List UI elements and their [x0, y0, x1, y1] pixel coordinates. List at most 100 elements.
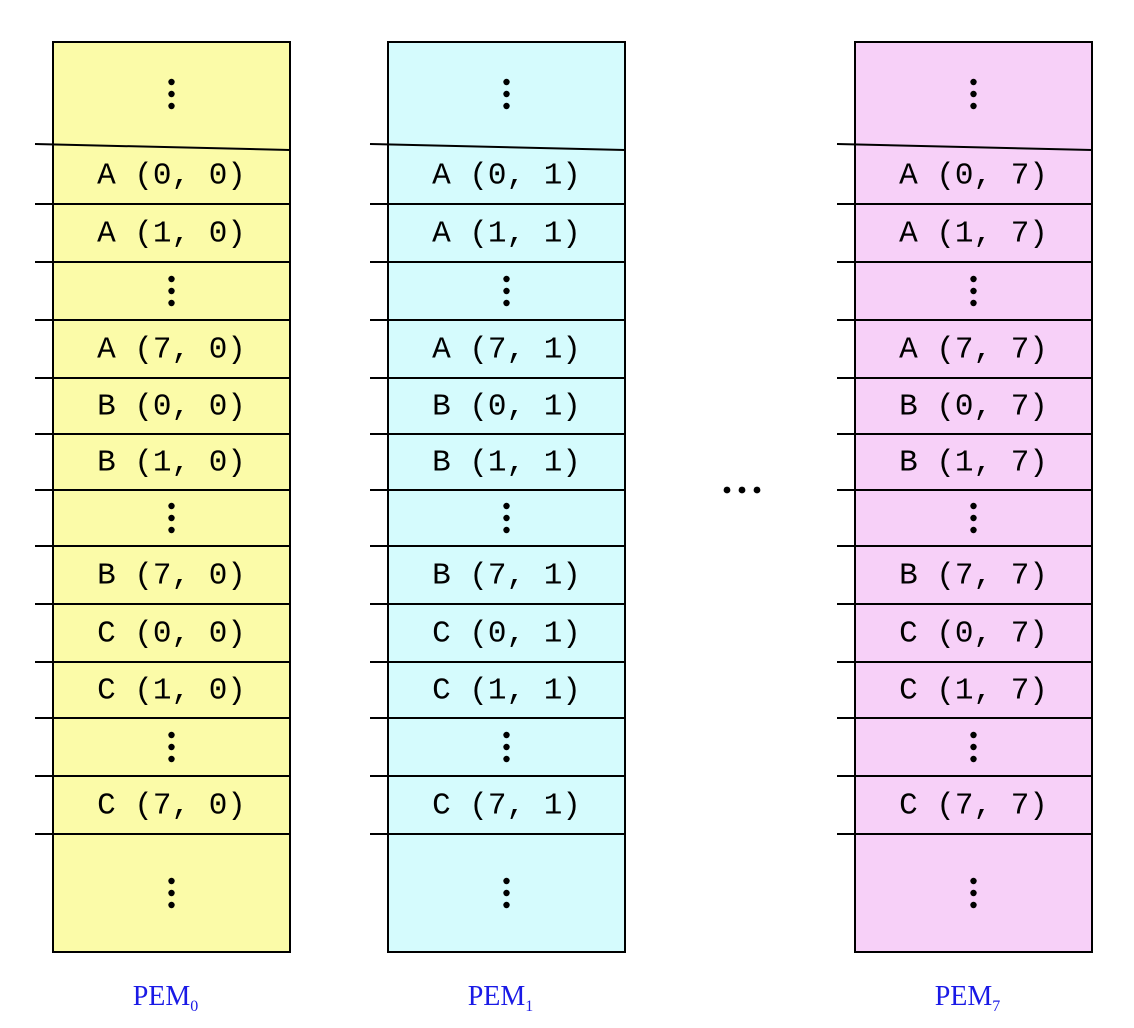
column-border: [387, 41, 626, 953]
pem-label-main: PEM: [133, 981, 191, 1012]
row-divider: [34, 143, 291, 151]
cell-ellipsis-text: :: [165, 498, 179, 538]
ellipsis-dot: [503, 731, 510, 739]
memory-cell-label: C (7, 1): [432, 789, 581, 824]
pem-label: PEM1: [468, 981, 534, 1015]
ellipsis-dot: [503, 514, 510, 522]
memory-cell-label: C (1, 1): [432, 674, 581, 709]
pem-label-subscript: 0: [190, 998, 198, 1015]
vertical-ellipsis: [970, 877, 977, 909]
ellipsis-dot: [168, 287, 175, 295]
columns-ellipsis: [723, 486, 761, 494]
vertical-ellipsis: [168, 731, 175, 763]
memory-cell-label: C (7, 0): [97, 789, 246, 824]
ellipsis-dot: [503, 502, 510, 510]
memory-cell-label: A (0, 0): [97, 159, 246, 194]
vertical-ellipsis: [168, 877, 175, 909]
memory-cell-label: C (7, 7): [899, 789, 1048, 824]
memory-cell-label: B (0, 7): [899, 390, 1048, 425]
memory-cell-label: B (7, 0): [97, 559, 246, 594]
cell-ellipsis-text: :: [165, 873, 179, 913]
pem-label-main: PEM: [935, 981, 993, 1012]
memory-cell-label: C (1, 0): [97, 674, 246, 709]
ellipsis-dot: [503, 526, 510, 534]
pem-label-main: PEM: [468, 981, 526, 1012]
cell-ellipsis-text: :: [967, 498, 981, 538]
ellipsis-dot: [168, 877, 175, 885]
memory-cell-label: A (1, 1): [432, 217, 581, 252]
memory-cell-label: A (0, 1): [432, 159, 581, 194]
cell-ellipsis-text: :: [165, 727, 179, 767]
ellipsis-dot: [168, 78, 175, 86]
ellipsis-dot: [970, 889, 977, 897]
ellipsis-dot: [168, 502, 175, 510]
ellipsis-dot: [503, 90, 510, 98]
ellipsis-dot: [970, 299, 977, 307]
ellipsis-dot: [738, 486, 746, 494]
memory-cell-label: A (7, 0): [97, 333, 246, 368]
ellipsis-dot: [168, 526, 175, 534]
ellipsis-dot: [503, 755, 510, 763]
cell-ellipsis-text: :: [165, 74, 179, 114]
memory-cell-label: B (1, 7): [899, 446, 1048, 481]
pem-column-7: :A (0, 7)A (1, 7):A (7, 7)B (0, 7)B (1, …: [836, 41, 1093, 953]
ellipsis-dot: [168, 889, 175, 897]
ellipsis-dot: [970, 275, 977, 283]
memory-cell-label: B (0, 1): [432, 390, 581, 425]
ellipsis-dot: [970, 877, 977, 885]
vertical-ellipsis: [970, 275, 977, 307]
vertical-ellipsis: [503, 275, 510, 307]
ellipsis-dot: [970, 743, 977, 751]
cell-ellipsis-text: :: [500, 727, 514, 767]
ellipsis-dot: [168, 731, 175, 739]
ellipsis-dot: [168, 90, 175, 98]
pem-column-0: :A (0, 0)A (1, 0):A (7, 0)B (0, 0)B (1, …: [34, 41, 291, 953]
vertical-ellipsis: [503, 877, 510, 909]
memory-cell-label: B (1, 1): [432, 446, 581, 481]
ellipsis-dot: [168, 514, 175, 522]
ellipsis-dot: [970, 755, 977, 763]
cell-ellipsis-text: :: [967, 74, 981, 114]
ellipsis-dot: [970, 526, 977, 534]
vertical-ellipsis: [168, 78, 175, 110]
ellipsis-dot: [168, 299, 175, 307]
memory-cell-label: A (7, 1): [432, 333, 581, 368]
cell-ellipsis-text: :: [967, 873, 981, 913]
pem-column-1: : A (0, 1) A (1, 1): A (7, 1) B (0, 1) B (1, …: [369, 41, 626, 953]
column-background: [53, 42, 290, 952]
columns-ellipsis-text: ...: [723, 470, 762, 510]
ellipsis-dot: [753, 486, 761, 494]
ellipsis-dot: [503, 889, 510, 897]
cell-ellipsis-text: :: [967, 271, 981, 311]
ellipsis-dot: [503, 78, 510, 86]
vertical-ellipsis: [970, 731, 977, 763]
ellipsis-dot: [503, 287, 510, 295]
vertical-ellipsis: [503, 502, 510, 534]
ellipsis-dot: [503, 877, 510, 885]
ellipsis-dot: [723, 486, 731, 494]
ellipsis-dot: [168, 901, 175, 909]
vertical-ellipsis: [970, 78, 977, 110]
memory-cell-label: C (0, 7): [899, 617, 1048, 652]
cell-ellipsis-text: :: [967, 727, 981, 767]
ellipsis-dot: [168, 755, 175, 763]
ellipsis-dot: [503, 275, 510, 283]
column-border: [52, 41, 291, 953]
row-divider: [836, 143, 1093, 151]
ellipsis-dot: [503, 299, 510, 307]
row-divider: [369, 143, 626, 151]
memory-cell-label: B (0, 0): [97, 390, 246, 425]
column-background: [855, 42, 1092, 952]
memory-cell-label: C (1, 7): [899, 674, 1048, 709]
memory-cell-label: C (0, 0): [97, 617, 246, 652]
cell-ellipsis-text: :: [500, 498, 514, 538]
ellipsis-dot: [970, 502, 977, 510]
pem-label-subscript: 7: [992, 998, 1000, 1015]
vertical-ellipsis: [168, 502, 175, 534]
ellipsis-dot: [970, 731, 977, 739]
memory-cell-label: C (0, 1): [432, 617, 581, 652]
memory-cell-label: B (7, 1): [432, 559, 581, 594]
memory-cell-label: A (1, 7): [899, 217, 1048, 252]
pem-label-subscript: 1: [525, 998, 533, 1015]
